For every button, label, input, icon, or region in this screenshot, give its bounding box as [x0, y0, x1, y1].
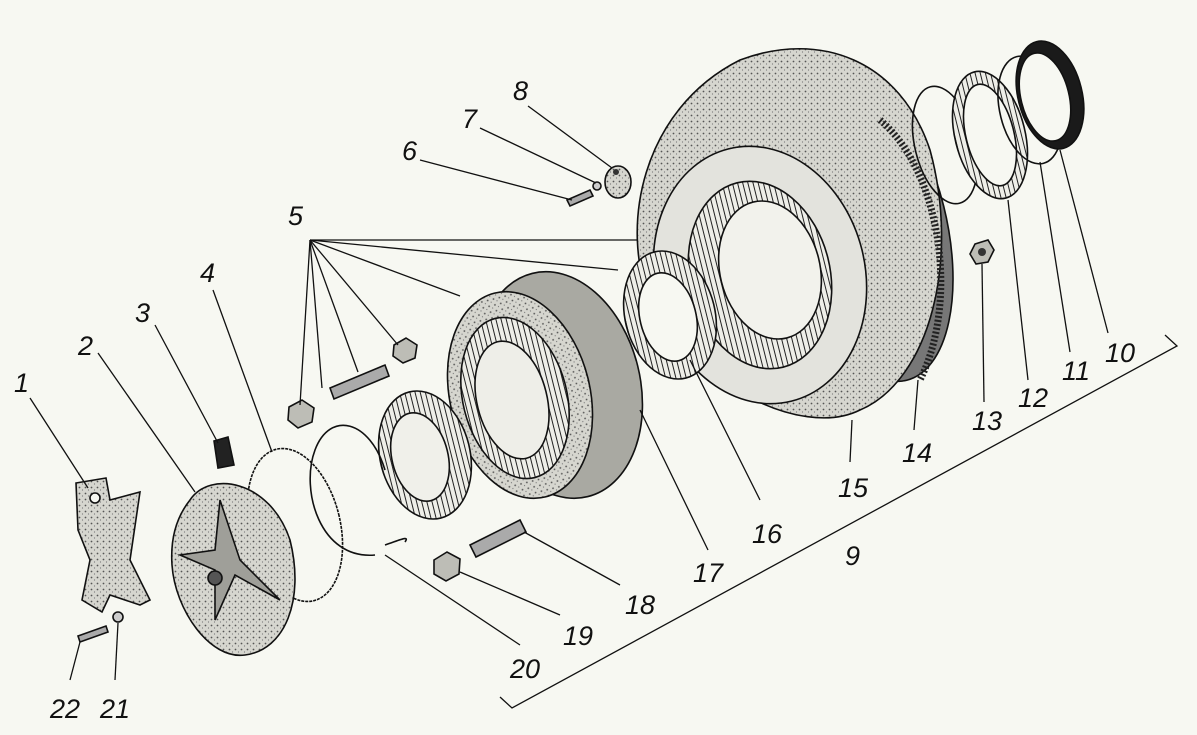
washer-21 — [112, 611, 124, 623]
callout-22: 22 — [49, 694, 80, 724]
callout-2: 2 — [77, 331, 93, 361]
callout-1: 1 — [14, 368, 29, 398]
bolt-22 — [76, 624, 110, 644]
bolt-washer-plate-6-7-8 — [565, 165, 632, 208]
callout-4: 4 — [200, 258, 215, 288]
callout-3: 3 — [135, 298, 150, 328]
callout-8: 8 — [513, 76, 528, 106]
snap-ring-20 — [309, 424, 407, 556]
callout-6: 6 — [402, 136, 418, 166]
callout-9: 9 — [845, 541, 860, 571]
callout-16: 16 — [752, 519, 783, 549]
nut-19 — [433, 551, 461, 582]
callout-17: 17 — [693, 558, 724, 588]
callout-12: 12 — [1018, 383, 1048, 413]
callout-10: 10 — [1105, 338, 1135, 368]
seal-ring-12 — [911, 70, 1029, 205]
nut-13 — [969, 239, 995, 265]
hub-cover — [170, 482, 296, 656]
callout-19: 19 — [563, 621, 593, 651]
callout-7: 7 — [462, 104, 478, 134]
callout-21: 21 — [99, 694, 130, 724]
callout-18: 18 — [625, 590, 655, 620]
stud-18 — [468, 518, 528, 559]
bearing-16 — [622, 250, 718, 380]
outer-bearing-cone — [377, 390, 473, 520]
nut-ring-10 — [1015, 40, 1085, 150]
wheel-hub — [446, 270, 644, 500]
callout-15: 15 — [838, 473, 869, 503]
leader-lines — [29, 105, 1109, 681]
group-9-bracket-line — [499, 334, 1179, 709]
callout-5: 5 — [288, 201, 304, 231]
callout-14: 14 — [902, 438, 932, 468]
callout-13: 13 — [972, 406, 1002, 436]
nuts-and-studs-5 — [287, 337, 418, 429]
bracket-1 — [75, 477, 152, 614]
callout-20: 20 — [509, 654, 540, 684]
callout-11: 11 — [1062, 356, 1090, 386]
plug-3 — [213, 435, 235, 469]
